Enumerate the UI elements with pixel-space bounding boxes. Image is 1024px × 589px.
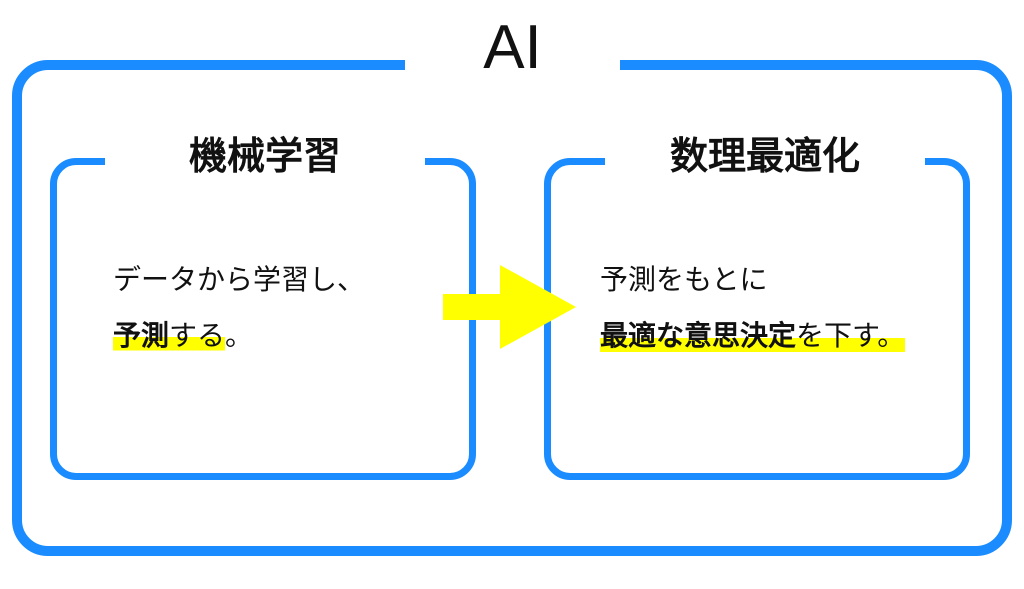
arrow-shape [443,265,576,349]
optimization-title: 数理最適化 [605,134,925,178]
opt-line-1: 予測をもとに [600,263,768,296]
ai-label: AI [405,17,620,79]
ml-highlight-text: する [169,319,226,352]
ml-end-text: 。 [225,319,254,352]
ml-line-2: 予測する。 [113,318,253,354]
ml-bold-text: 予測 [113,319,170,352]
machine-learning-title: 機械学習 [105,134,425,178]
opt-bold-text: 最適な意思決定 [600,319,797,352]
opt-line-2: 最適な意思決定を下す。 [600,318,906,354]
opt-rest-text: を下す。 [796,319,906,352]
right-arrow-icon [443,265,576,349]
ml-line-1: データから学習し、 [113,263,366,296]
